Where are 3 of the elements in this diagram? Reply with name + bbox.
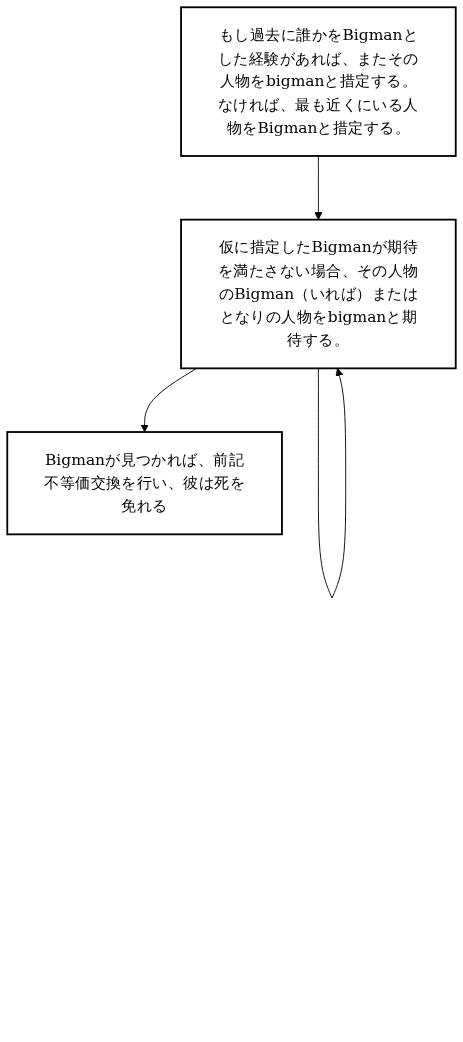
node-box: Bigmanが見つかれば、前記不等価交換を行い、彼は死を免れる bbox=[6, 431, 283, 536]
node-box: 仮に措定したBigmanが期待を満たさない場合、その人物のBigman（いれば）またはとなりの人物をbigmanと期待する。 bbox=[180, 218, 457, 370]
node-box: もし過去に誰かをBigmanとした経験があれば、またその人物をbigmanと措定する。なければ、最も近くにいる人物をBigmanと措定する。 bbox=[180, 6, 457, 157]
